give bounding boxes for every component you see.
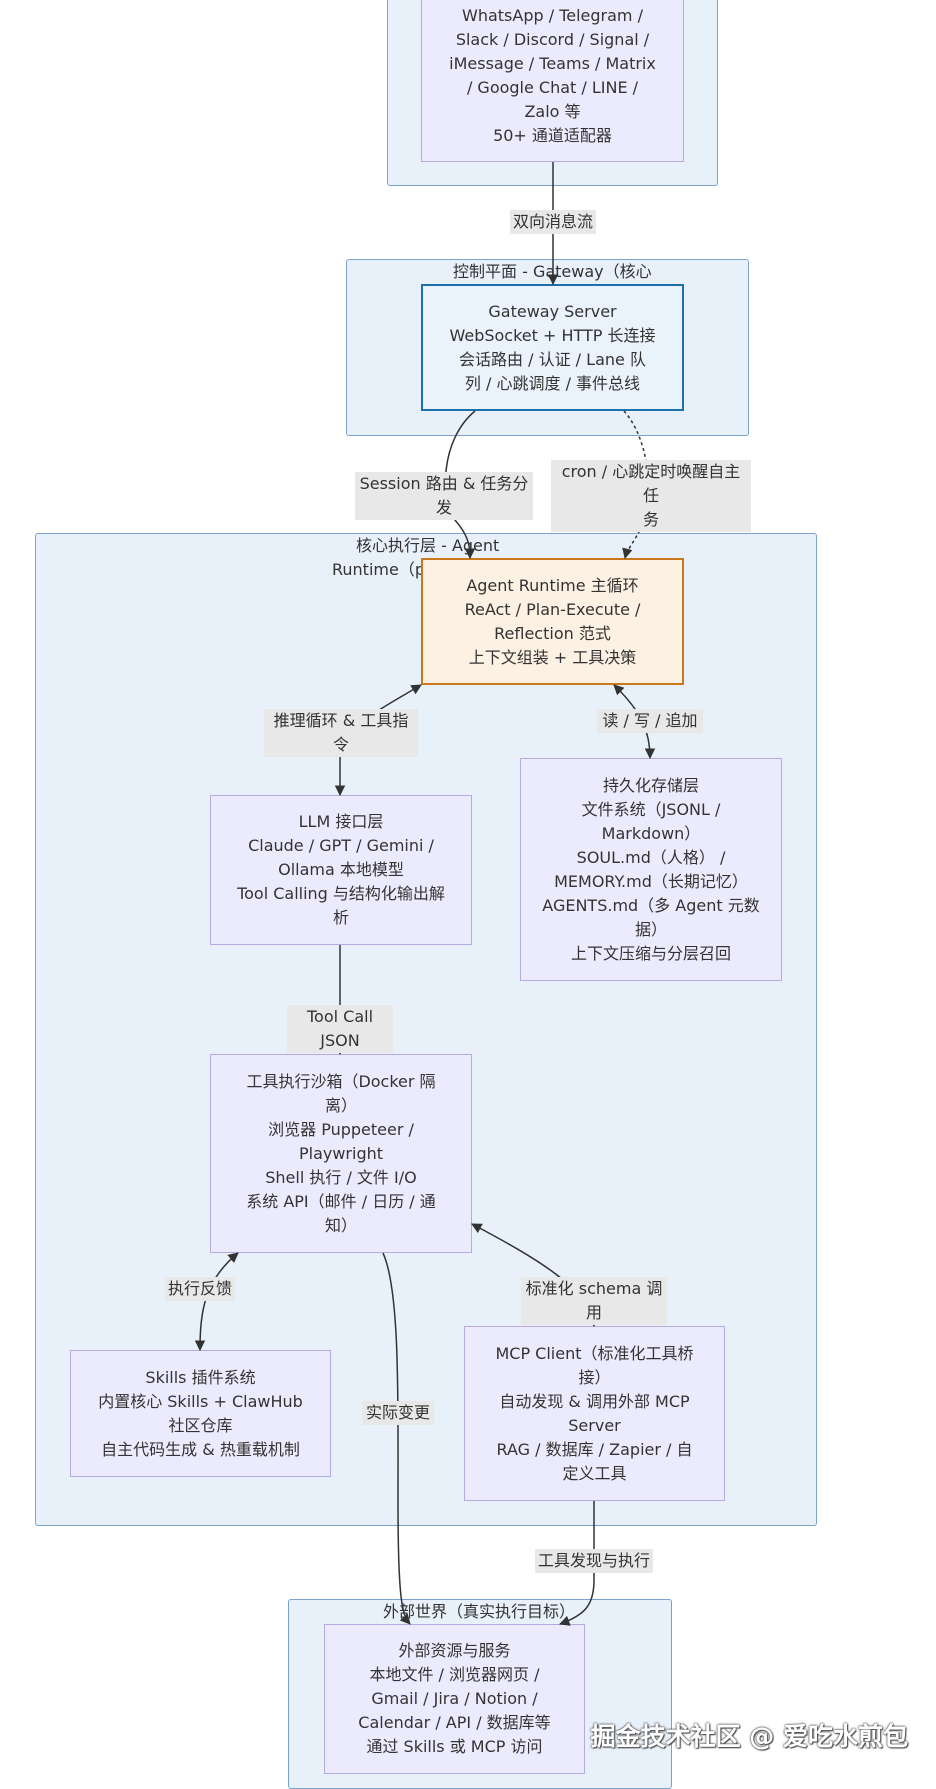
node-line: 列 / 心跳调度 / 事件总线 bbox=[464, 373, 641, 393]
node-line: Markdown） bbox=[601, 823, 701, 843]
node-line: LLM 接口层 bbox=[298, 812, 384, 831]
node-line: Tool Calling 与结构化输出解 bbox=[237, 884, 445, 903]
node-line: 内置核心 Skills + ClawHub bbox=[98, 1391, 303, 1411]
node-line: Skills 插件系统 bbox=[145, 1367, 256, 1387]
node-line: Claude / GPT / Gemini / bbox=[248, 836, 434, 855]
node-agent-runtime: Agent Runtime 主循环 ReAct / Plan-Execute /… bbox=[421, 558, 684, 685]
node-line: 上下文压缩与分层召回 bbox=[570, 943, 731, 963]
node-line: 社区仓库 bbox=[168, 1415, 233, 1435]
edge-actual-change bbox=[382, 1252, 411, 1625]
node-line: 会话路由 / 认证 / Lane 队 bbox=[459, 349, 646, 369]
node-line: Ollama 本地模型 bbox=[278, 860, 404, 879]
node-skills-plugin: Skills 插件系统 内置核心 Skills + ClawHub 社区仓库 自… bbox=[70, 1350, 331, 1477]
node-line: 持久化存储层 bbox=[602, 775, 699, 795]
cluster-external-title: 外部世界（真实执行目标） bbox=[383, 1602, 576, 1621]
node-line: 析 bbox=[332, 908, 349, 927]
node-line: Zalo 等 bbox=[524, 102, 581, 121]
node-line: 本地文件 / 浏览器网页 / bbox=[369, 1665, 540, 1684]
node-line: Gateway Server bbox=[488, 301, 617, 321]
node-line: 离） bbox=[324, 1095, 357, 1115]
cluster-agent-title-line2: Runtime（pi bbox=[332, 560, 430, 579]
node-line: 定义工具 bbox=[562, 1463, 627, 1483]
cluster-agent-title-line1: 核心执行层 - Agent bbox=[356, 536, 500, 555]
node-line: 工具执行沙箱（Docker 隔 bbox=[246, 1071, 436, 1091]
node-line: / Google Chat / LINE / bbox=[466, 78, 639, 97]
node-line: RAG / 数据库 / Zapier / 自 bbox=[496, 1439, 693, 1459]
edge-label-cron: cron / 心跳定时唤醒自主任 务 bbox=[551, 460, 751, 532]
node-line: Playwright bbox=[298, 1143, 384, 1163]
node-tool-sandbox: 工具执行沙箱（Docker 隔 离） 浏览器 Puppeteer / Playw… bbox=[210, 1054, 472, 1253]
node-line: Calendar / API / 数据库等 bbox=[358, 1713, 551, 1732]
node-line: 上下文组装 + 工具决策 bbox=[468, 647, 637, 667]
node-line: 据） bbox=[634, 919, 667, 939]
node-line: SOUL.md（人格） / bbox=[576, 847, 726, 867]
node-line: ReAct / Plan-Execute / bbox=[464, 599, 641, 619]
edge-label-bidirectional: 双向消息流 bbox=[510, 210, 596, 234]
node-line: 通过 Skills 或 MCP 访问 bbox=[366, 1737, 543, 1756]
edge-label-reasoning: 推理循环 & 工具指令 bbox=[264, 709, 418, 757]
node-line: 自主代码生成 & 热重载机制 bbox=[101, 1439, 300, 1459]
node-line: 系统 API（邮件 / 日历 / 通 bbox=[246, 1191, 436, 1211]
watermark: 掘金技术社区 @ 爱吃水煎包 bbox=[590, 1722, 908, 1751]
node-line: Gmail / Jira / Notion / bbox=[371, 1689, 538, 1708]
node-line: Slack / Discord / Signal / bbox=[455, 30, 650, 49]
edge-label-actual-change: 实际变更 bbox=[362, 1401, 434, 1425]
node-line: 自动发现 & 调用外部 MCP bbox=[499, 1391, 690, 1411]
edge-label-exec-feedback: 执行反馈 bbox=[165, 1277, 235, 1301]
edge-label-schema-call: 标准化 schema 调用 bbox=[521, 1277, 667, 1325]
edge-tool-discovery bbox=[559, 1501, 595, 1626]
node-line: WhatsApp / Telegram / bbox=[462, 6, 643, 25]
edge-label-tool-discovery: 工具发现与执行 bbox=[535, 1549, 653, 1573]
edge-exec-feedback bbox=[194, 1252, 239, 1352]
node-line: iMessage / Teams / Matrix bbox=[449, 54, 656, 73]
edge-label-session-routing: Session 路由 & 任务分发 bbox=[355, 472, 533, 520]
node-line: Server bbox=[568, 1415, 621, 1435]
node-line: MEMORY.md（长期记忆） bbox=[554, 871, 748, 891]
node-channel-adapters: WhatsApp / Telegram / Slack / Discord / … bbox=[421, 0, 684, 162]
node-line: 浏览器 Puppeteer / bbox=[268, 1119, 414, 1139]
node-line: 文件系统（JSONL / bbox=[581, 799, 721, 819]
node-external-resources: 外部资源与服务 本地文件 / 浏览器网页 / Gmail / Jira / No… bbox=[324, 1624, 585, 1774]
node-line: AGENTS.md（多 Agent 元数 bbox=[542, 895, 760, 915]
node-line: Shell 执行 / 文件 I/O bbox=[265, 1167, 417, 1187]
node-line: 知） bbox=[324, 1215, 357, 1235]
edge-label-read-write: 读 / 写 / 追加 bbox=[597, 709, 703, 733]
node-line: 50+ 通道适配器 bbox=[493, 126, 612, 145]
edge-label-cron-line1: cron / 心跳定时唤醒自主任 bbox=[561, 462, 741, 505]
node-line: WebSocket + HTTP 长连接 bbox=[449, 325, 656, 345]
node-line: 外部资源与服务 bbox=[398, 1641, 511, 1660]
node-line: 接） bbox=[578, 1367, 611, 1387]
node-llm-interface: LLM 接口层 Claude / GPT / Gemini / Ollama 本… bbox=[210, 795, 472, 945]
node-line: Reflection 范式 bbox=[494, 623, 611, 643]
node-mcp-client: MCP Client（标准化工具桥 接） 自动发现 & 调用外部 MCP Ser… bbox=[464, 1326, 725, 1501]
edge-label-tool-call-json: Tool Call JSON bbox=[287, 1005, 393, 1053]
node-persistent-storage: 持久化存储层 文件系统（JSONL / Markdown） SOUL.md（人格… bbox=[520, 758, 782, 981]
node-line: MCP Client（标准化工具桥 bbox=[495, 1343, 694, 1363]
node-line: Agent Runtime 主循环 bbox=[466, 575, 639, 595]
edge-label-cron-line2: 务 bbox=[642, 510, 659, 529]
